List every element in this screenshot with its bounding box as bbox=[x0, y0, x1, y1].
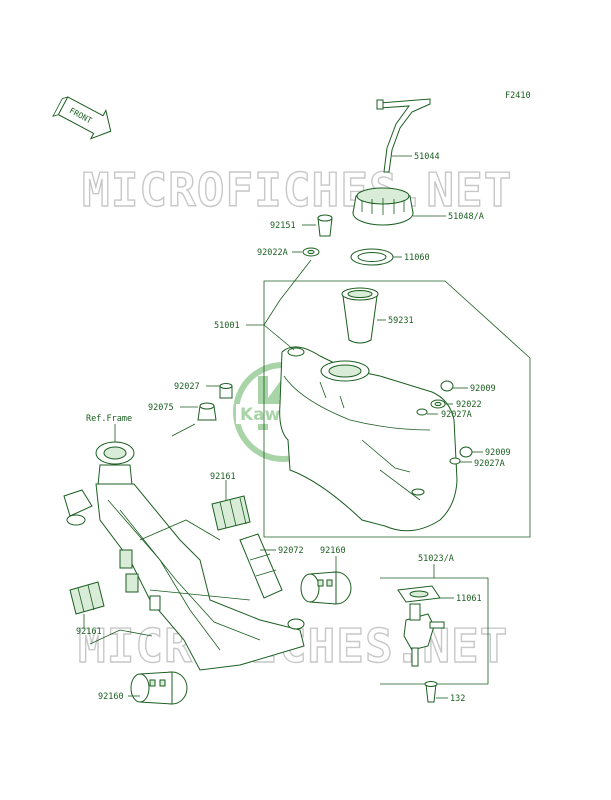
part-label-11060[interactable]: 11060 bbox=[404, 253, 430, 263]
part-label-92072[interactable]: 92072 bbox=[278, 546, 304, 556]
part-label-92027A-b[interactable]: 92027A bbox=[474, 459, 505, 469]
part-label-11061[interactable]: 11061 bbox=[456, 594, 482, 604]
part-label-92009-a[interactable]: 92009 bbox=[470, 384, 496, 394]
part-label-132[interactable]: 132 bbox=[450, 694, 465, 704]
part-label-51001[interactable]: 51001 bbox=[214, 321, 240, 331]
fuel-tank bbox=[279, 346, 458, 532]
part-label-92027[interactable]: 92027 bbox=[174, 382, 200, 392]
part-label-92151[interactable]: 92151 bbox=[270, 221, 296, 231]
frame bbox=[63, 441, 305, 671]
part-label-92160-a[interactable]: 92160 bbox=[320, 546, 346, 556]
part-label-51023A[interactable]: 51023/A bbox=[418, 554, 454, 564]
part-label-92009-b[interactable]: 92009 bbox=[485, 448, 511, 458]
front-arrow-icon: FRONT bbox=[52, 96, 112, 140]
figure-code: F2410 bbox=[505, 91, 531, 101]
part-label-92161-a[interactable]: 92161 bbox=[210, 472, 236, 482]
part-label-92075[interactable]: 92075 bbox=[148, 403, 174, 413]
part-label-59231[interactable]: 59231 bbox=[388, 316, 414, 326]
part-label-92022[interactable]: 92022 bbox=[456, 400, 482, 410]
watermark-top: MICROFICHES.NET bbox=[82, 163, 512, 217]
part-label-92161-b[interactable]: 92161 bbox=[76, 627, 102, 637]
part-label-51048A[interactable]: 51048/A bbox=[448, 212, 484, 222]
part-label-ref-frame[interactable]: Ref.Frame bbox=[86, 414, 132, 424]
part-label-92160-b[interactable]: 92160 bbox=[98, 692, 124, 702]
part-label-92027A-a[interactable]: 92027A bbox=[441, 410, 472, 420]
part-label-51044[interactable]: 51044 bbox=[414, 152, 440, 162]
part-label-92022A[interactable]: 92022A bbox=[257, 248, 288, 258]
